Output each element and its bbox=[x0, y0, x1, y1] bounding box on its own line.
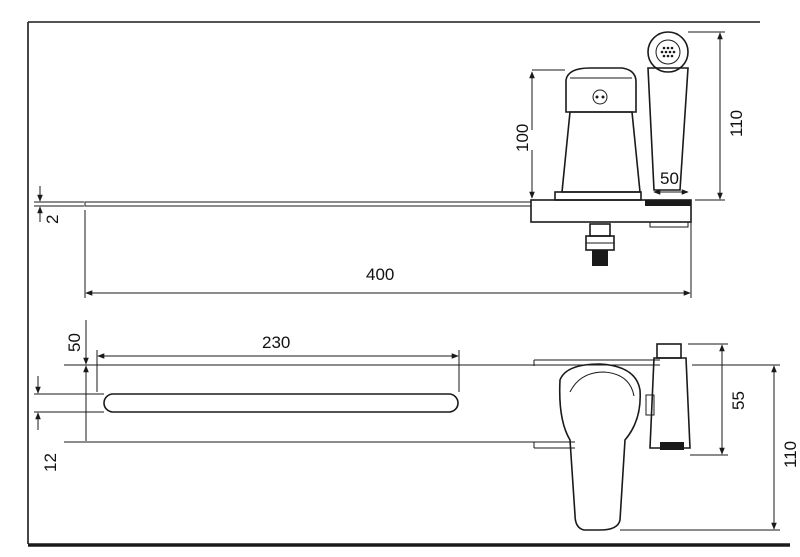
mixer-body bbox=[561, 111, 641, 193]
dim-side-offset: 50 bbox=[65, 333, 84, 352]
inlet-connector bbox=[589, 223, 611, 237]
dim-shower-height: 110 bbox=[727, 110, 746, 137]
hand-shower-plan bbox=[649, 357, 691, 449]
dim-spout-thickness: 12 bbox=[41, 453, 60, 472]
mixer-handle bbox=[565, 67, 637, 113]
drawing-frame bbox=[27, 21, 790, 547]
dim-shower-offset: 50 bbox=[660, 169, 679, 188]
dim-spout-length: 230 bbox=[262, 333, 290, 352]
shower-head-icon bbox=[647, 31, 689, 73]
plan-view: 230 50 12 55 110 bbox=[34, 320, 800, 531]
spout-slot bbox=[103, 393, 459, 413]
spout-plate bbox=[84, 201, 532, 207]
mixer-handle-plan bbox=[558, 363, 642, 531]
handle-screw-icon bbox=[592, 89, 608, 105]
elevation-view: 2 400 100 110 50 bbox=[34, 31, 746, 298]
dim-shower-depth: 55 bbox=[729, 391, 748, 410]
dim-mixer-height: 100 bbox=[513, 124, 532, 152]
dim-overall-depth: 110 bbox=[781, 441, 800, 468]
dim-top-thickness: 2 bbox=[43, 215, 62, 224]
dim-top-width: 400 bbox=[366, 265, 394, 284]
